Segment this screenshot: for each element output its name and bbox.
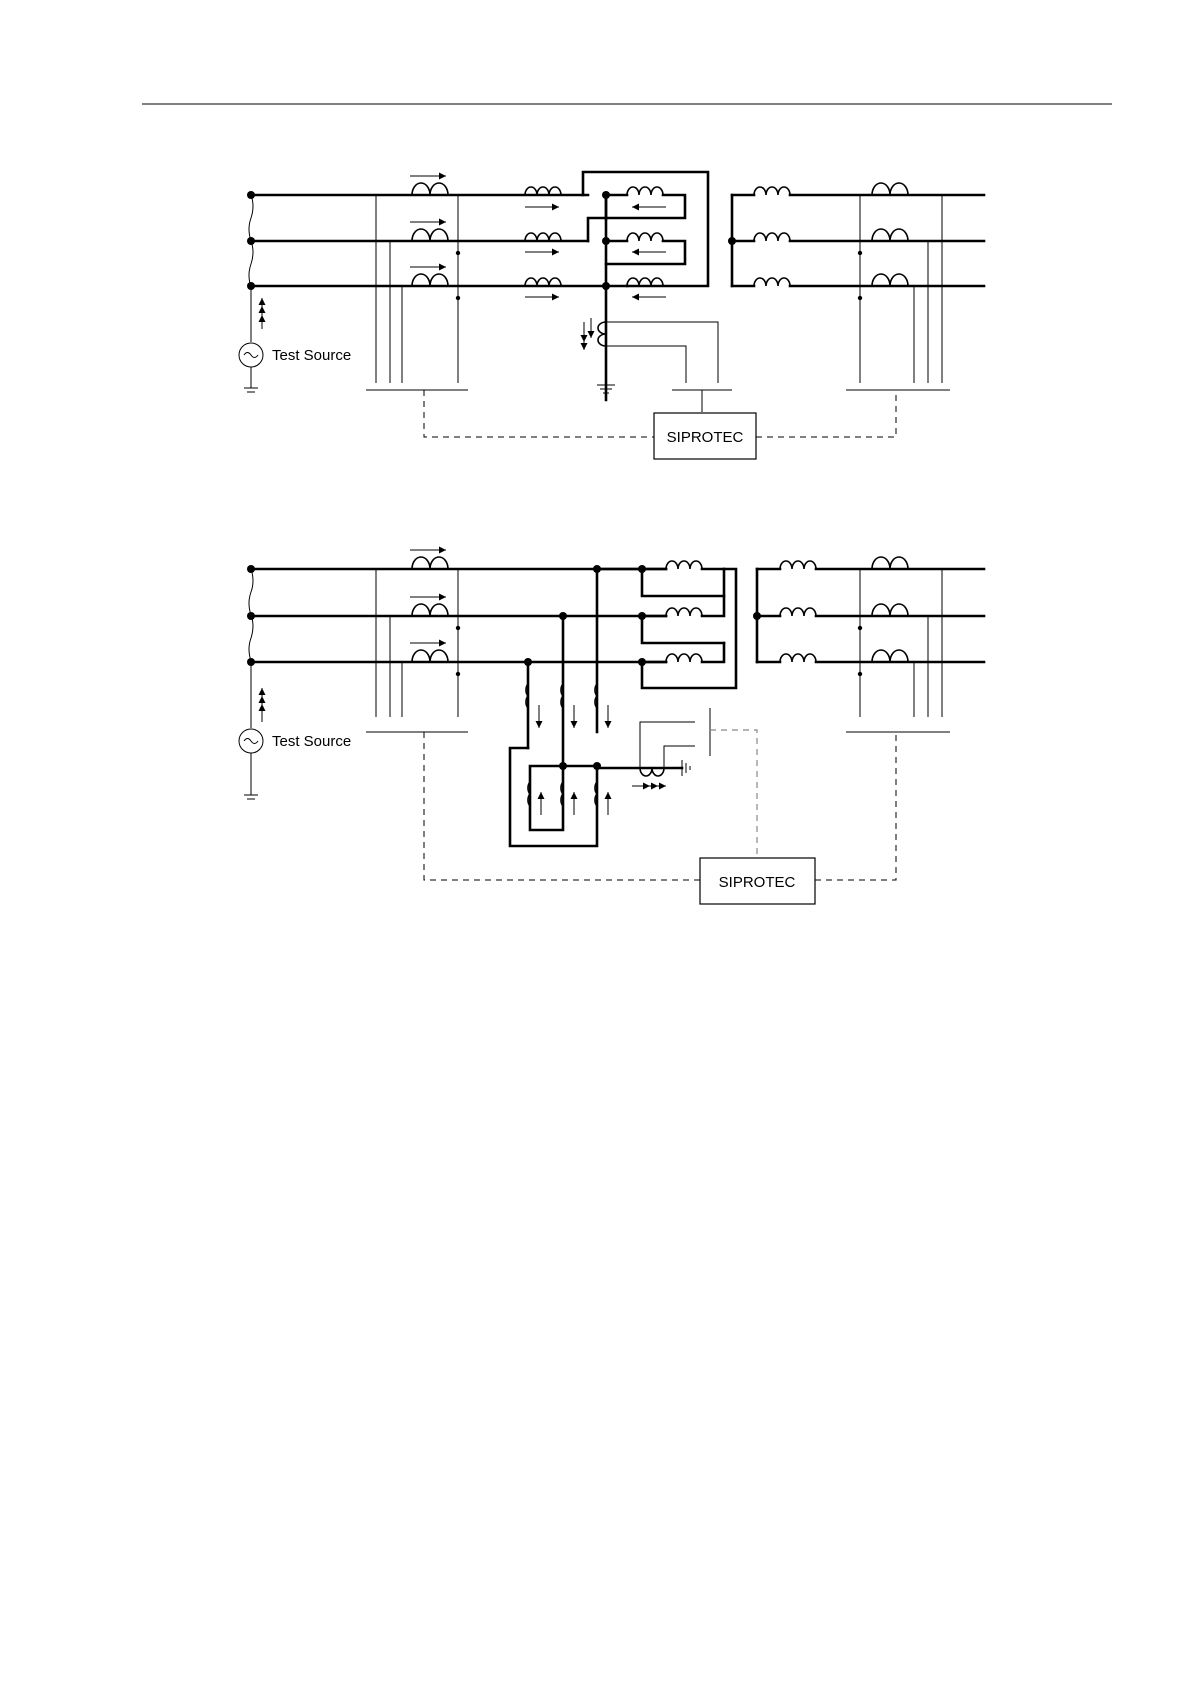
grounding-transformer <box>510 565 682 846</box>
siprotec-device-1: SIPROTEC <box>654 413 756 459</box>
siprotec-label: SIPROTEC <box>667 429 744 446</box>
test-source-label: Test Source <box>272 347 351 364</box>
diagram-2: Test Source SIPROTEC <box>239 550 984 904</box>
siprotec-device-2: SIPROTEC <box>700 858 815 904</box>
diagram-1: Test Source SIPROTEC <box>239 172 984 459</box>
neutral-ct-2 <box>632 708 757 858</box>
phase-lines-left <box>251 195 606 286</box>
transformer-2-primary <box>597 561 736 688</box>
ground-icon <box>244 388 258 392</box>
test-source-label: Test Source <box>272 733 351 750</box>
test-source-1: Test Source <box>239 286 351 392</box>
transformer-1-secondary <box>728 187 984 286</box>
ct-group-left <box>366 176 468 390</box>
ground-icon <box>244 795 258 799</box>
ct-group-left <box>366 550 468 732</box>
siprotec-label: SIPROTEC <box>719 874 796 891</box>
ct-group-right <box>846 557 950 732</box>
transformer-2-secondary <box>753 561 984 662</box>
test-source-2: Test Source <box>239 662 351 799</box>
